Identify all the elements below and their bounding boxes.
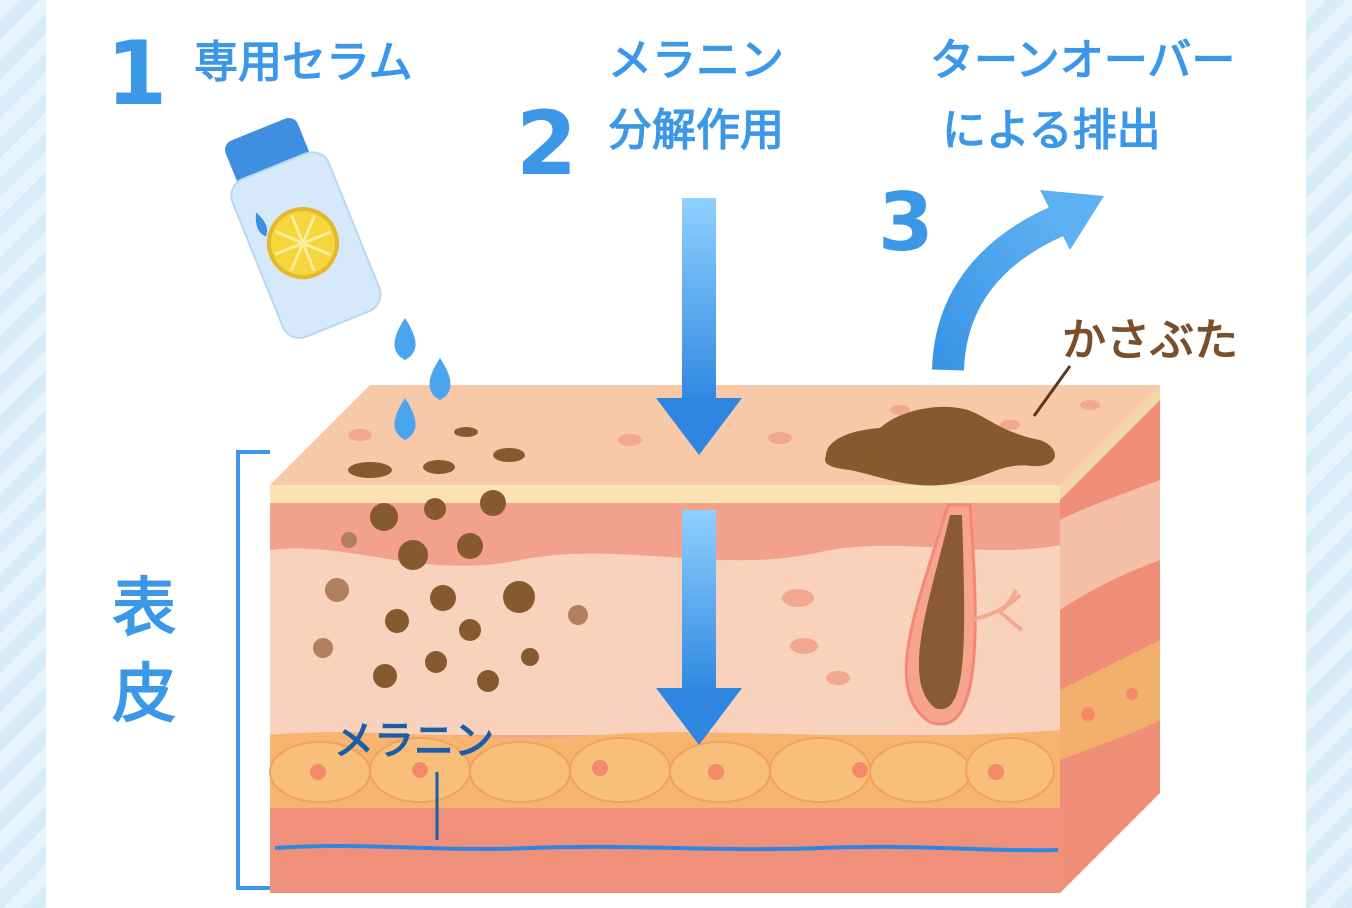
scab-label: かさぶた	[1062, 315, 1238, 366]
melanin-dots-faded	[313, 532, 588, 658]
arrow-down-upper	[656, 198, 742, 455]
step-number-2: 2	[516, 92, 578, 195]
fat-cells	[269, 737, 1055, 803]
melanin-surface	[348, 427, 525, 478]
step-label-turnover-line1: ターンオーバー	[930, 35, 1236, 86]
scab	[825, 406, 1055, 486]
epidermis-label-1: 表	[112, 572, 176, 646]
skin-pores	[348, 400, 1100, 685]
epidermis-bracket	[236, 450, 270, 890]
melanin-label: メラニン	[334, 718, 494, 764]
melanin-layer-line	[274, 844, 1059, 853]
serum-droplets	[394, 318, 451, 440]
skin-block-side	[1060, 385, 1160, 893]
step-number-3: 3	[878, 176, 934, 269]
arrow-curved-out	[932, 190, 1104, 371]
melanin-dots	[370, 490, 539, 692]
hair-follicle	[904, 503, 1024, 726]
step-label-turnover-line2: による排出	[942, 105, 1161, 156]
arrow-down-lower	[656, 510, 742, 745]
step-label-serum: 専用セラム	[194, 37, 413, 88]
step-label-melanin-line1: メラニン	[608, 35, 784, 86]
skin-surface-stripe	[270, 485, 1060, 503]
step-number-1: 1	[106, 22, 168, 125]
epidermis-label-2: 皮	[112, 658, 176, 732]
serum-bottle	[225, 118, 382, 339]
scab-pointer	[1032, 365, 1072, 417]
step-label-melanin-line2: 分解作用	[608, 105, 784, 156]
